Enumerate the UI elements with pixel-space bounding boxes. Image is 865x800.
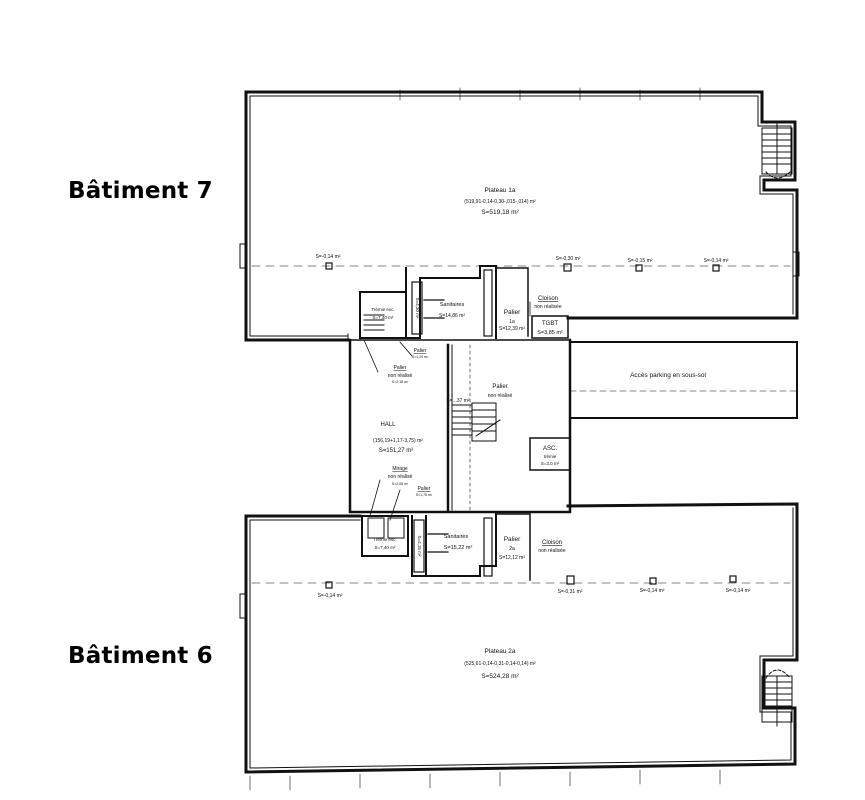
core-6-cloison-note: non réalisée xyxy=(538,548,565,554)
hall-palier-center-note: non réalisé xyxy=(488,393,513,399)
plateau-1a-surface: S=519,18 m² xyxy=(481,209,519,216)
hall-mirage-note: non réalisé xyxy=(388,474,413,480)
core-7-palier: Palier xyxy=(504,309,521,316)
hall-palier-center: Palier xyxy=(492,384,507,390)
core-6-palier: Palier xyxy=(504,536,521,543)
column-grid-7 xyxy=(251,262,791,272)
core-6-escalier-surface: S=7,40 m² xyxy=(375,545,396,550)
hall-mirage-surface: S=2,08 m² xyxy=(392,482,409,486)
central-stair xyxy=(451,402,501,442)
core-6-palier-surface: S=12,12 m² xyxy=(499,555,525,561)
core-7-palier-surface: S=12,39 m² xyxy=(499,326,525,332)
core-7-sanitaires: Sanitaires xyxy=(440,302,465,308)
hall-palier-bottom: Palier xyxy=(418,486,431,492)
plateau-1a-name: Plateau 1a xyxy=(484,187,515,194)
plateau-1a-calc: (519,91-0,14-0,30-,015-,014) m² xyxy=(464,199,536,205)
core-7-gaine-surface: S=4,30 m² xyxy=(415,298,420,319)
building-6-label: Bâtiment 6 xyxy=(68,643,213,669)
hall-stair-surface: S=...37 m² xyxy=(446,398,470,404)
plateau-2a-calc: (525,61-0,14-0,31-0,14-0,14) m² xyxy=(464,661,536,667)
column-7-4: S=-0,14 m² xyxy=(704,258,729,264)
building-7-walls xyxy=(244,90,799,342)
column-6-2: S=-0,31 m² xyxy=(558,589,583,595)
hall-surface: S=151,27 m² xyxy=(379,448,414,454)
hall-mirage: Mirage xyxy=(392,466,408,472)
hall-palier-nr-surface: S=2,18 m² xyxy=(392,380,409,384)
stair-building-7 xyxy=(761,123,793,179)
hall-palier-nr: Palier xyxy=(394,365,407,371)
hall-walls xyxy=(348,338,572,514)
leader-lines xyxy=(363,301,531,521)
column-7-2: S=-0,30 m² xyxy=(556,256,581,262)
column-6-4: S=-0,14 m² xyxy=(726,588,751,594)
hall-palier-bottom-surface: S=1,75 m² xyxy=(416,493,433,497)
column-6-3: S=-0,14 m² xyxy=(640,588,665,594)
axis-ticks xyxy=(239,87,800,791)
plateau-2a-surface: S=524,28 m² xyxy=(481,673,519,680)
core-7-sanitaires-surface: S=14,86 m² xyxy=(439,313,465,319)
hall-palier-top-surface: S=1,20 m² xyxy=(412,355,429,359)
core-6-sanitaires: Sanitaires xyxy=(444,534,469,540)
building-6-walls xyxy=(244,502,799,774)
stair-building-6 xyxy=(761,669,793,727)
asc-surface: S=3,0 m² xyxy=(541,461,560,466)
hall-palier-nr-note: non réalisé xyxy=(388,373,413,379)
column-7-3: S=-0,15 m² xyxy=(628,258,653,264)
core-7-tgbt-surface: S=3,85 m² xyxy=(537,330,563,336)
core-6-gaine-surface: S=4,15 m² xyxy=(417,536,422,557)
core-6-sanitaires-surface: S=15,22 m² xyxy=(444,545,473,551)
parking-label: Accès parking en sous-sol xyxy=(630,372,706,379)
column-6-1: S=-0,14 m² xyxy=(318,593,343,599)
hall-calc: (156,19+1,17-3,75) m² xyxy=(373,438,423,444)
core-6-cloison: Cloison xyxy=(542,540,562,546)
core-7-escalier: Trémie esc. xyxy=(371,307,394,312)
core-7-palier-id: 1a xyxy=(509,319,515,325)
core-6-palier-id: 2a xyxy=(509,546,515,552)
hall-name: HALL xyxy=(380,422,396,428)
column-7-1: S=-0,14 m² xyxy=(316,254,341,260)
core-7-cloison: Cloison xyxy=(538,296,558,302)
elevator-shaft xyxy=(529,437,571,471)
plateau-2a-name: Plateau 2a xyxy=(484,648,515,655)
parking-access-walls xyxy=(569,341,798,419)
core-6-escalier: Trémie esc. xyxy=(373,537,396,542)
building-7-label: Bâtiment 7 xyxy=(68,178,213,204)
asc-note: trémie xyxy=(544,454,557,459)
core-7-tgbt: TGBT xyxy=(542,321,558,327)
column-grid-6 xyxy=(251,575,791,589)
core-7-escalier-surface: S=7,40 m² xyxy=(373,315,394,320)
asc-label: ASC. xyxy=(543,446,557,452)
hall-palier-top: Palier xyxy=(414,348,427,354)
core-7-cloison-note: non réalisée xyxy=(534,304,561,310)
core-6-walls xyxy=(361,513,531,581)
